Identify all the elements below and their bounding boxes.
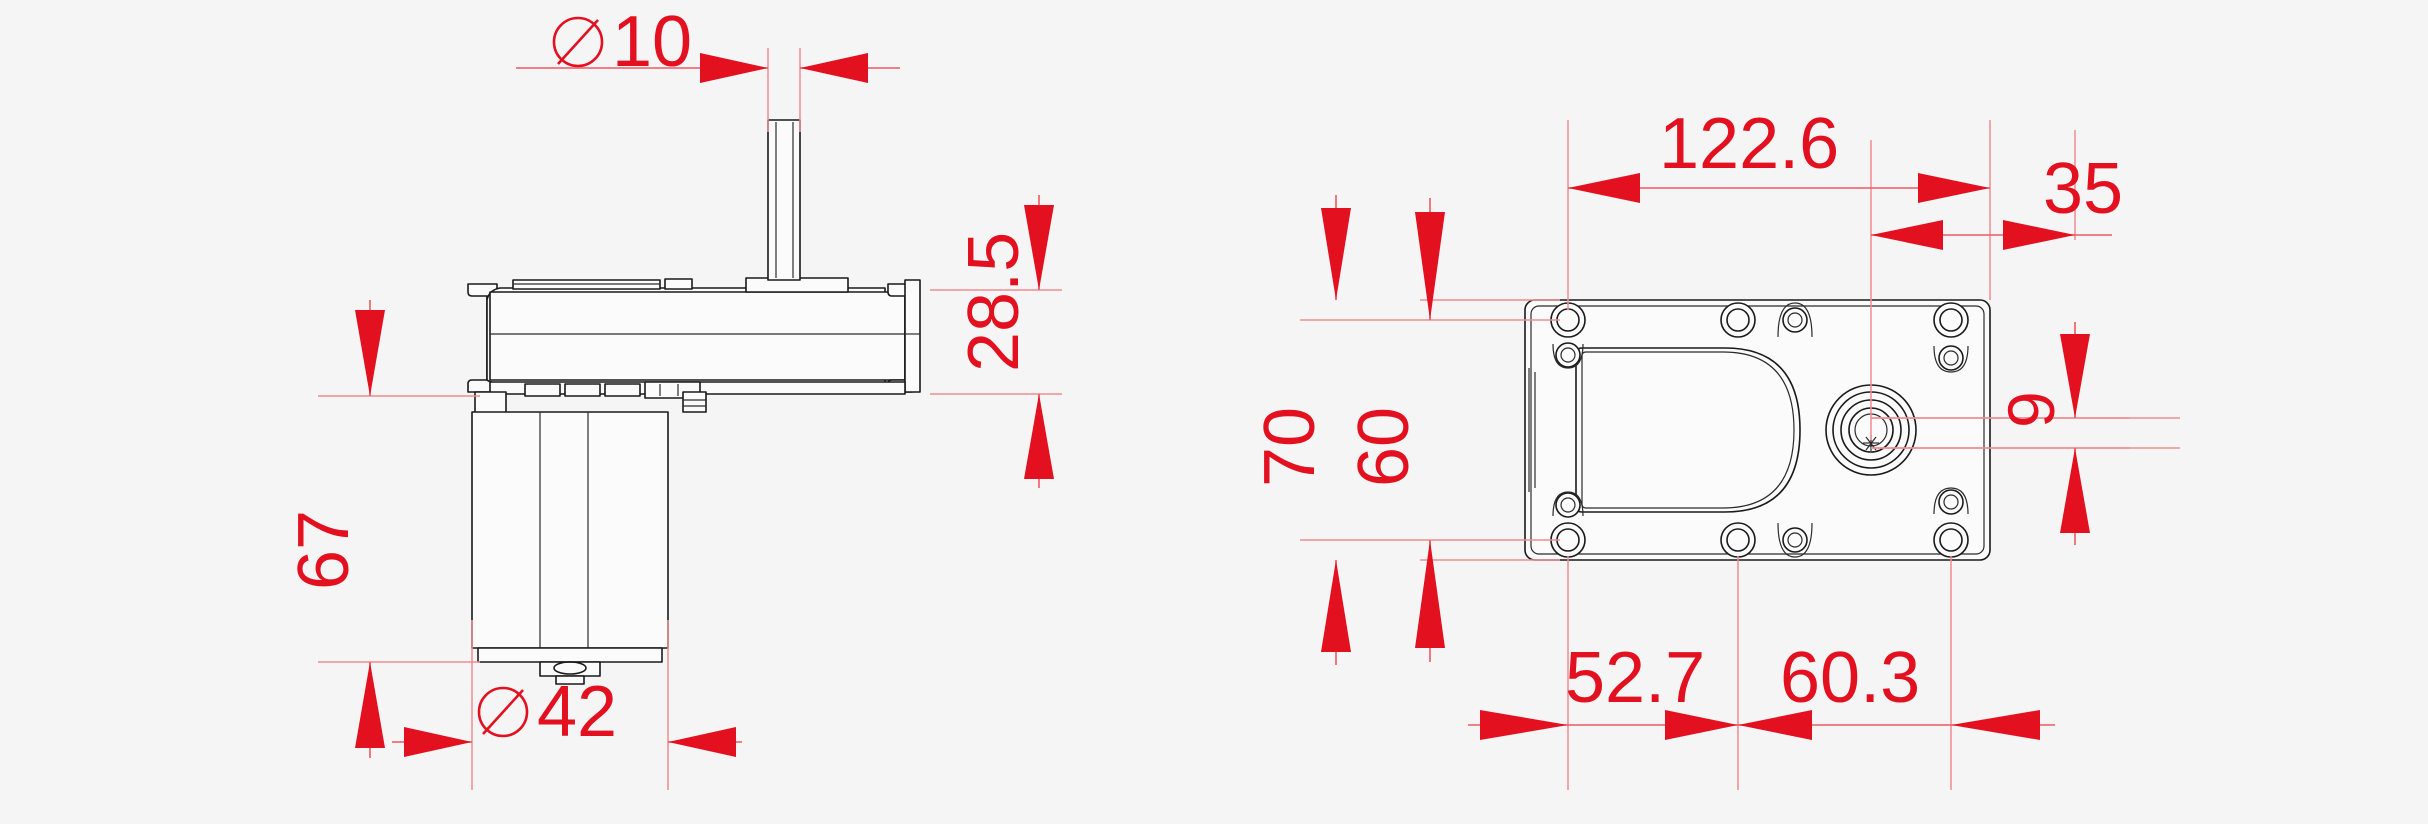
dim-shaft-diameter: 10: [516, 2, 900, 132]
arrow-right-in: [1665, 710, 1738, 740]
arrow-left: [404, 727, 472, 757]
dim-hole-spacing-right: 60.3: [1738, 638, 2055, 740]
top-view-group: 122.6 35 9 70: [1250, 104, 2180, 790]
arrow-bottom: [2060, 448, 2090, 533]
arrow-bottom: [1321, 560, 1351, 652]
dim-shaft-offset-right: 35: [1871, 149, 2123, 250]
dim-label-housing-width-inner: 60: [1344, 407, 1424, 487]
side-view-group: 10 28.5 67: [284, 2, 1062, 790]
arrow-left: [1568, 173, 1640, 203]
mounting-holes-geometry: [1550, 302, 1969, 558]
dim-label-hole-spacing-left: 52.7: [1565, 638, 1705, 718]
dim-label-shaft-diameter: 10: [612, 2, 692, 82]
dim-label-motor-diameter: 42: [537, 672, 617, 752]
dim-hole-spacing-left: 52.7: [1468, 638, 1738, 740]
dim-edge-offset: 9: [1871, 322, 2130, 545]
dim-label-housing-length: 122.6: [1659, 104, 1839, 184]
dim-label-edge-offset: 9: [1994, 391, 2068, 428]
arrow-right: [2003, 220, 2075, 250]
dim-label-shaft-offset-right: 35: [2043, 149, 2123, 229]
arrow-top: [1321, 208, 1351, 300]
dim-label-housing-width-outer: 70: [1250, 407, 1330, 487]
gearbox-underside-geometry: [474, 381, 906, 415]
arrow-bottom: [1415, 540, 1445, 648]
dim-housing-width-inner: 60: [1344, 198, 1445, 662]
dim-motor-diameter: 42: [392, 620, 742, 790]
housing-outline-geometry: [1524, 299, 1991, 561]
arrow-top: [355, 310, 385, 396]
arrow-left: [700, 53, 768, 83]
arrow-right: [800, 53, 868, 83]
dim-label-gearbox-height: 28.5: [954, 232, 1034, 372]
diameter-symbol-icon: [552, 16, 604, 68]
diameter-symbol-icon-motor: [477, 686, 529, 738]
arrow-right-out: [1951, 710, 2040, 740]
motor-body-geometry: [471, 411, 669, 685]
dim-label-overall-height: 67: [284, 510, 364, 590]
dim-gearbox-height: 28.5: [930, 195, 1062, 488]
dim-label-hole-spacing-right: 60.3: [1780, 638, 1920, 718]
arrow-left-out: [1480, 710, 1568, 740]
arrow-bottom: [355, 662, 385, 748]
dim-overall-height: 67: [284, 300, 480, 758]
gearbox-side-geometry: [467, 277, 921, 393]
arrow-top: [2060, 334, 2090, 418]
arrow-right: [1918, 173, 1990, 203]
arrow-bottom: [1024, 394, 1054, 479]
dim-housing-length: 122.6: [1568, 104, 1990, 203]
arrow-right: [668, 727, 736, 757]
arrow-top: [1024, 205, 1054, 290]
arrow-top: [1415, 212, 1445, 320]
dim-housing-width-outer: 70: [1250, 195, 1351, 665]
arrow-left-in: [1738, 710, 1812, 740]
arrow-left: [1871, 220, 1943, 250]
output-shaft-geometry: [767, 119, 801, 281]
